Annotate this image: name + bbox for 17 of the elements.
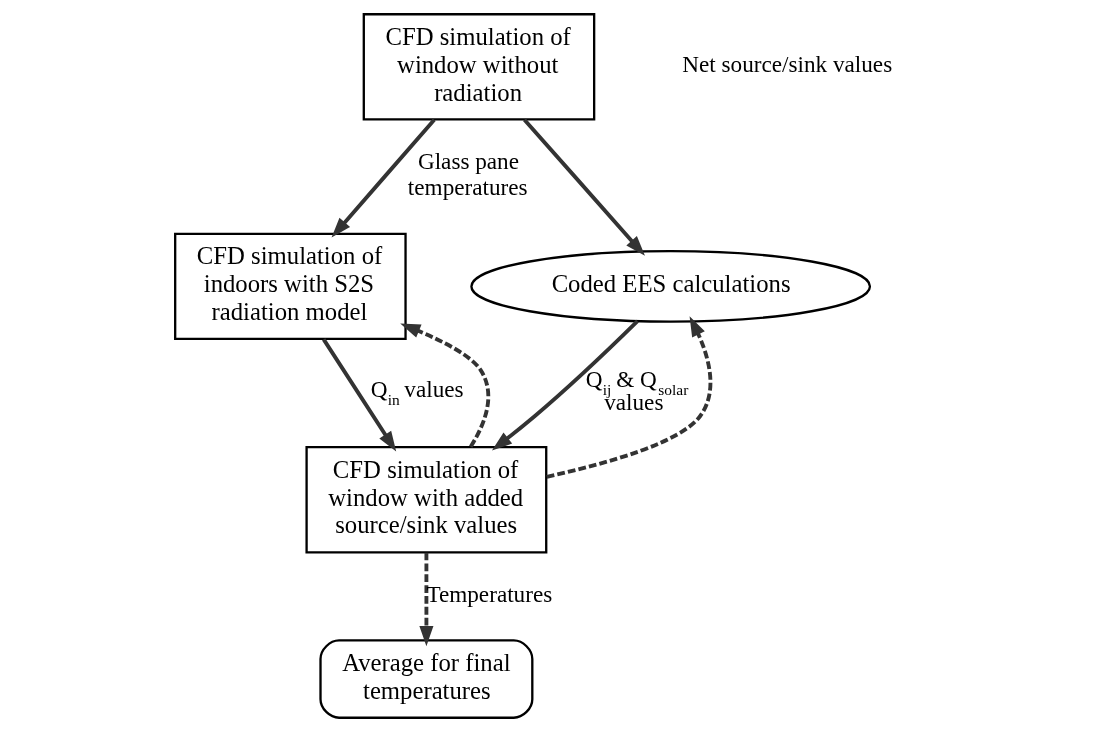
edge-label: Glass pane temperatures (407, 147, 528, 201)
node-box: Average for final temperatures (319, 639, 534, 719)
arrow (400, 323, 491, 448)
arrow (522, 118, 645, 256)
label: Net source/sink values (682, 51, 893, 78)
arrow (419, 552, 434, 647)
node-box: CFD simulation of indoors with S2S radiation model (174, 232, 407, 341)
edge-label: Temperatures (426, 580, 553, 607)
node-box: CFD simulation of window with added source/sink values (305, 446, 548, 554)
edge-label: Q$_{in}$ values (370, 375, 464, 409)
arrow (546, 316, 713, 479)
arrow (491, 319, 639, 451)
edge-label: Q$_{ij}$ & Q$_{solar}$ values (585, 365, 689, 416)
arrow (331, 118, 436, 238)
arrow (322, 338, 397, 452)
node-box: CFD simulation of window without radiation (362, 13, 596, 121)
node-ellipse: Coded EES calculations (470, 250, 872, 323)
